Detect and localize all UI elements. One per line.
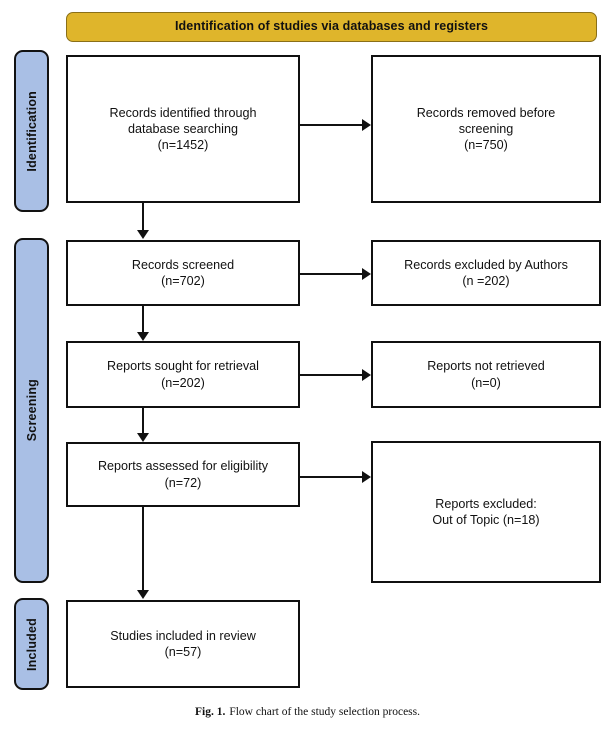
edge-sought-to-notretrieved-arrow [362,369,371,381]
node-studies-included: Studies included in review (n=57) [66,600,300,688]
figure-caption-body: Flow chart of the study selection proces… [229,706,421,718]
figure-caption-prefix: Fig. 1. [194,706,226,718]
node-reports-excluded-topic: Reports excluded: Out of Topic (n=18) [371,441,601,583]
stage-label-screening: Screening [24,379,39,442]
node-records-identified-text: Records identified through database sear… [109,105,257,153]
node-studies-included-text: Studies included in review (n=57) [110,628,256,659]
node-records-excluded-authors-text: Records excluded by Authors (n =202) [404,257,568,288]
edge-assessed-to-included-line [142,507,144,591]
node-records-identified: Records identified through database sear… [66,55,300,203]
edge-screened-to-sought-line [142,306,144,333]
node-reports-excluded-topic-text: Reports excluded: Out of Topic (n=18) [432,496,540,527]
stage-sidebar-included: Included [14,598,49,690]
edge-sought-to-notretrieved-line [300,374,362,376]
banner-identification-header: Identification of studies via databases … [66,12,597,42]
stage-label-identification: Identification [24,90,39,172]
node-records-screened-text: Records screened (n=702) [131,257,235,288]
edge-identified-to-screened-arrow [137,230,149,239]
node-reports-assessed: Reports assessed for eligibility (n=72) [66,442,300,507]
edge-identified-to-removed-arrow [362,119,371,131]
edge-assessed-to-excludedtopic-arrow [362,471,371,483]
node-records-screened: Records screened (n=702) [66,240,300,306]
node-reports-not-retrieved-text: Reports not retrieved (n=0) [427,359,545,390]
edge-screened-to-excluded-arrow [362,268,371,280]
edge-screened-to-excluded-line [300,273,362,275]
node-reports-not-retrieved: Reports not retrieved (n=0) [371,341,601,408]
node-reports-assessed-text: Reports assessed for eligibility (n=72) [97,459,269,490]
node-records-removed: Records removed before screening (n=750) [371,55,601,203]
edge-assessed-to-excludedtopic-line [300,476,362,478]
edge-sought-to-assessed-arrow [137,433,149,442]
node-records-removed-text: Records removed before screening (n=750) [416,105,556,153]
node-reports-sought-text: Reports sought for retrieval (n=202) [107,359,259,390]
figure-caption: Fig. 1.Flow chart of the study selection… [0,706,615,718]
edge-sought-to-assessed-line [142,408,144,434]
banner-label: Identification of studies via databases … [174,19,489,34]
edge-screened-to-sought-arrow [137,332,149,341]
stage-sidebar-identification: Identification [14,50,49,212]
node-reports-sought: Reports sought for retrieval (n=202) [66,341,300,408]
stage-sidebar-screening: Screening [14,238,49,583]
edge-identified-to-screened-line [142,203,144,231]
stage-label-included: Included [24,617,39,671]
edge-assessed-to-included-arrow [137,590,149,599]
node-records-excluded-authors: Records excluded by Authors (n =202) [371,240,601,306]
edge-identified-to-removed-line [300,124,362,126]
